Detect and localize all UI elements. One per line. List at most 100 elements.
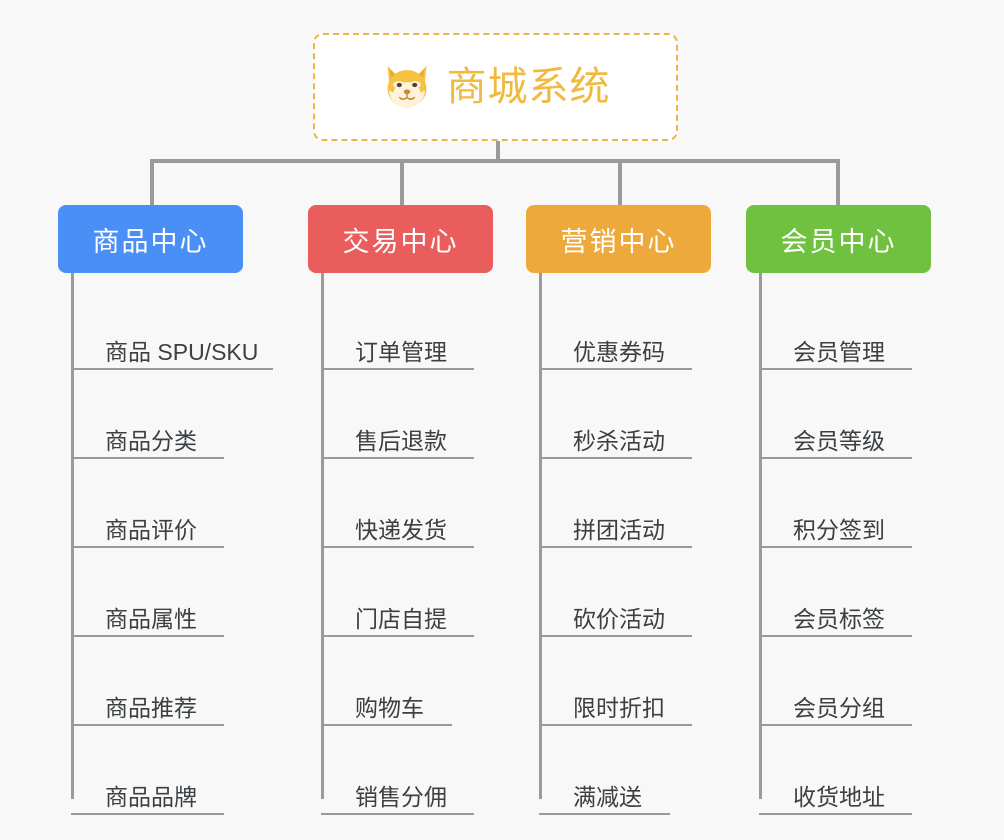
leaf-underline	[71, 635, 224, 637]
horizontal-bus-connector	[150, 159, 838, 163]
list-item[interactable]: 会员等级	[759, 370, 931, 459]
list-item[interactable]: 商品评价	[71, 459, 258, 548]
leaf-label: 会员分组	[793, 694, 885, 721]
leaf-label: 商品分类	[105, 427, 197, 454]
leaf-label: 销售分佣	[355, 783, 447, 810]
leaf-label: 商品品牌	[105, 783, 197, 810]
leaf-underline	[539, 368, 692, 370]
shiba-dog-icon	[381, 61, 433, 113]
leaf-underline	[759, 635, 912, 637]
branch-column-4: 会员中心 会员管理 会员等级 积分签到 会员标签 会员分组	[746, 205, 931, 815]
leaf-underline	[321, 368, 474, 370]
leaf-underline	[539, 635, 692, 637]
leaf-label: 限时折扣	[573, 694, 665, 721]
root-node[interactable]: 商城系统	[313, 33, 678, 141]
leaf-label: 商品属性	[105, 605, 197, 632]
leaf-underline	[71, 546, 224, 548]
leaf-underline	[539, 724, 692, 726]
trunk-line-3	[539, 273, 542, 799]
trunk-line-2	[321, 273, 324, 799]
drop-connector-3	[618, 159, 622, 207]
leaf-underline	[759, 724, 912, 726]
list-item[interactable]: 积分签到	[759, 459, 931, 548]
leaf-label: 订单管理	[355, 338, 447, 365]
list-item[interactable]: 商品 SPU/SKU	[71, 281, 273, 370]
list-item[interactable]: 商品属性	[71, 548, 258, 637]
leaf-label: 会员标签	[793, 605, 885, 632]
leaf-label: 门店自提	[355, 605, 447, 632]
list-item[interactable]: 会员管理	[759, 281, 931, 370]
leaf-underline	[321, 813, 474, 815]
drop-connector-4	[836, 159, 840, 207]
leaf-label: 优惠券码	[573, 338, 665, 365]
list-item[interactable]: 会员标签	[759, 548, 931, 637]
list-item[interactable]: 售后退款	[321, 370, 493, 459]
branch-column-1: 商品中心 商品 SPU/SKU 商品分类 商品评价 商品属性 商品推荐	[58, 205, 273, 815]
list-item[interactable]: 优惠券码	[539, 281, 711, 370]
category-title-1: 商品中心	[92, 226, 209, 257]
list-item[interactable]: 销售分佣	[321, 726, 493, 815]
list-item[interactable]: 拼团活动	[539, 459, 711, 548]
list-item[interactable]: 限时折扣	[539, 637, 711, 726]
leaf-underline	[321, 635, 474, 637]
leaf-label: 快递发货	[355, 516, 447, 543]
trunk-line-4	[759, 273, 762, 799]
list-item[interactable]: 砍价活动	[539, 548, 711, 637]
leaf-group-1: 商品 SPU/SKU 商品分类 商品评价 商品属性 商品推荐 商品品牌	[71, 273, 273, 815]
root-stem-connector	[496, 141, 500, 162]
list-item[interactable]: 满减送	[539, 726, 711, 815]
leaf-label: 会员管理	[793, 338, 885, 365]
leaf-label: 满减送	[573, 783, 642, 810]
list-item[interactable]: 快递发货	[321, 459, 493, 548]
leaf-underline	[71, 813, 224, 815]
list-item[interactable]: 商品推荐	[71, 637, 258, 726]
root-title: 商城系统	[446, 65, 611, 109]
leaf-label: 商品评价	[105, 516, 197, 543]
drop-connector-2	[400, 159, 404, 207]
trunk-line-1	[71, 273, 74, 799]
leaf-label: 积分签到	[793, 516, 885, 543]
leaf-underline	[539, 546, 692, 548]
leaf-label: 售后退款	[355, 427, 447, 454]
list-item[interactable]: 商品分类	[71, 370, 258, 459]
leaf-underline	[759, 813, 912, 815]
category-box-4[interactable]: 会员中心	[746, 205, 931, 273]
leaf-underline	[759, 546, 912, 548]
leaf-underline	[321, 724, 452, 726]
leaf-label: 砍价活动	[573, 605, 665, 632]
branch-column-3: 营销中心 优惠券码 秒杀活动 拼团活动 砍价活动 限时折扣	[526, 205, 711, 815]
list-item[interactable]: 收货地址	[759, 726, 931, 815]
list-item[interactable]: 购物车	[321, 637, 493, 726]
list-item[interactable]: 订单管理	[321, 281, 493, 370]
category-title-2: 交易中心	[342, 226, 459, 257]
leaf-underline	[759, 457, 912, 459]
leaf-label: 商品 SPU/SKU	[105, 338, 259, 365]
branch-column-2: 交易中心 订单管理 售后退款 快递发货 门店自提 购物车	[308, 205, 493, 815]
leaf-group-4: 会员管理 会员等级 积分签到 会员标签 会员分组 收货地址	[759, 273, 931, 815]
leaf-label: 拼团活动	[573, 516, 665, 543]
list-item[interactable]: 秒杀活动	[539, 370, 711, 459]
category-title-4: 会员中心	[780, 226, 897, 257]
leaf-label: 会员等级	[793, 427, 885, 454]
category-title-3: 营销中心	[560, 226, 677, 257]
leaf-underline	[539, 813, 670, 815]
leaf-underline	[71, 368, 273, 370]
leaf-label: 购物车	[355, 694, 424, 721]
drop-connector-1	[150, 159, 154, 207]
category-box-1[interactable]: 商品中心	[58, 205, 243, 273]
leaf-label: 商品推荐	[105, 694, 197, 721]
category-box-3[interactable]: 营销中心	[526, 205, 711, 273]
leaf-underline	[539, 457, 692, 459]
leaf-group-3: 优惠券码 秒杀活动 拼团活动 砍价活动 限时折扣 满减送	[539, 273, 711, 815]
leaf-underline	[71, 724, 224, 726]
category-box-2[interactable]: 交易中心	[308, 205, 493, 273]
list-item[interactable]: 门店自提	[321, 548, 493, 637]
leaf-underline	[321, 457, 474, 459]
leaf-underline	[71, 457, 224, 459]
leaf-underline	[759, 368, 912, 370]
leaf-label: 收货地址	[793, 783, 885, 810]
list-item[interactable]: 商品品牌	[71, 726, 258, 815]
leaf-group-2: 订单管理 售后退款 快递发货 门店自提 购物车 销售分佣	[321, 273, 493, 815]
list-item[interactable]: 会员分组	[759, 637, 931, 726]
